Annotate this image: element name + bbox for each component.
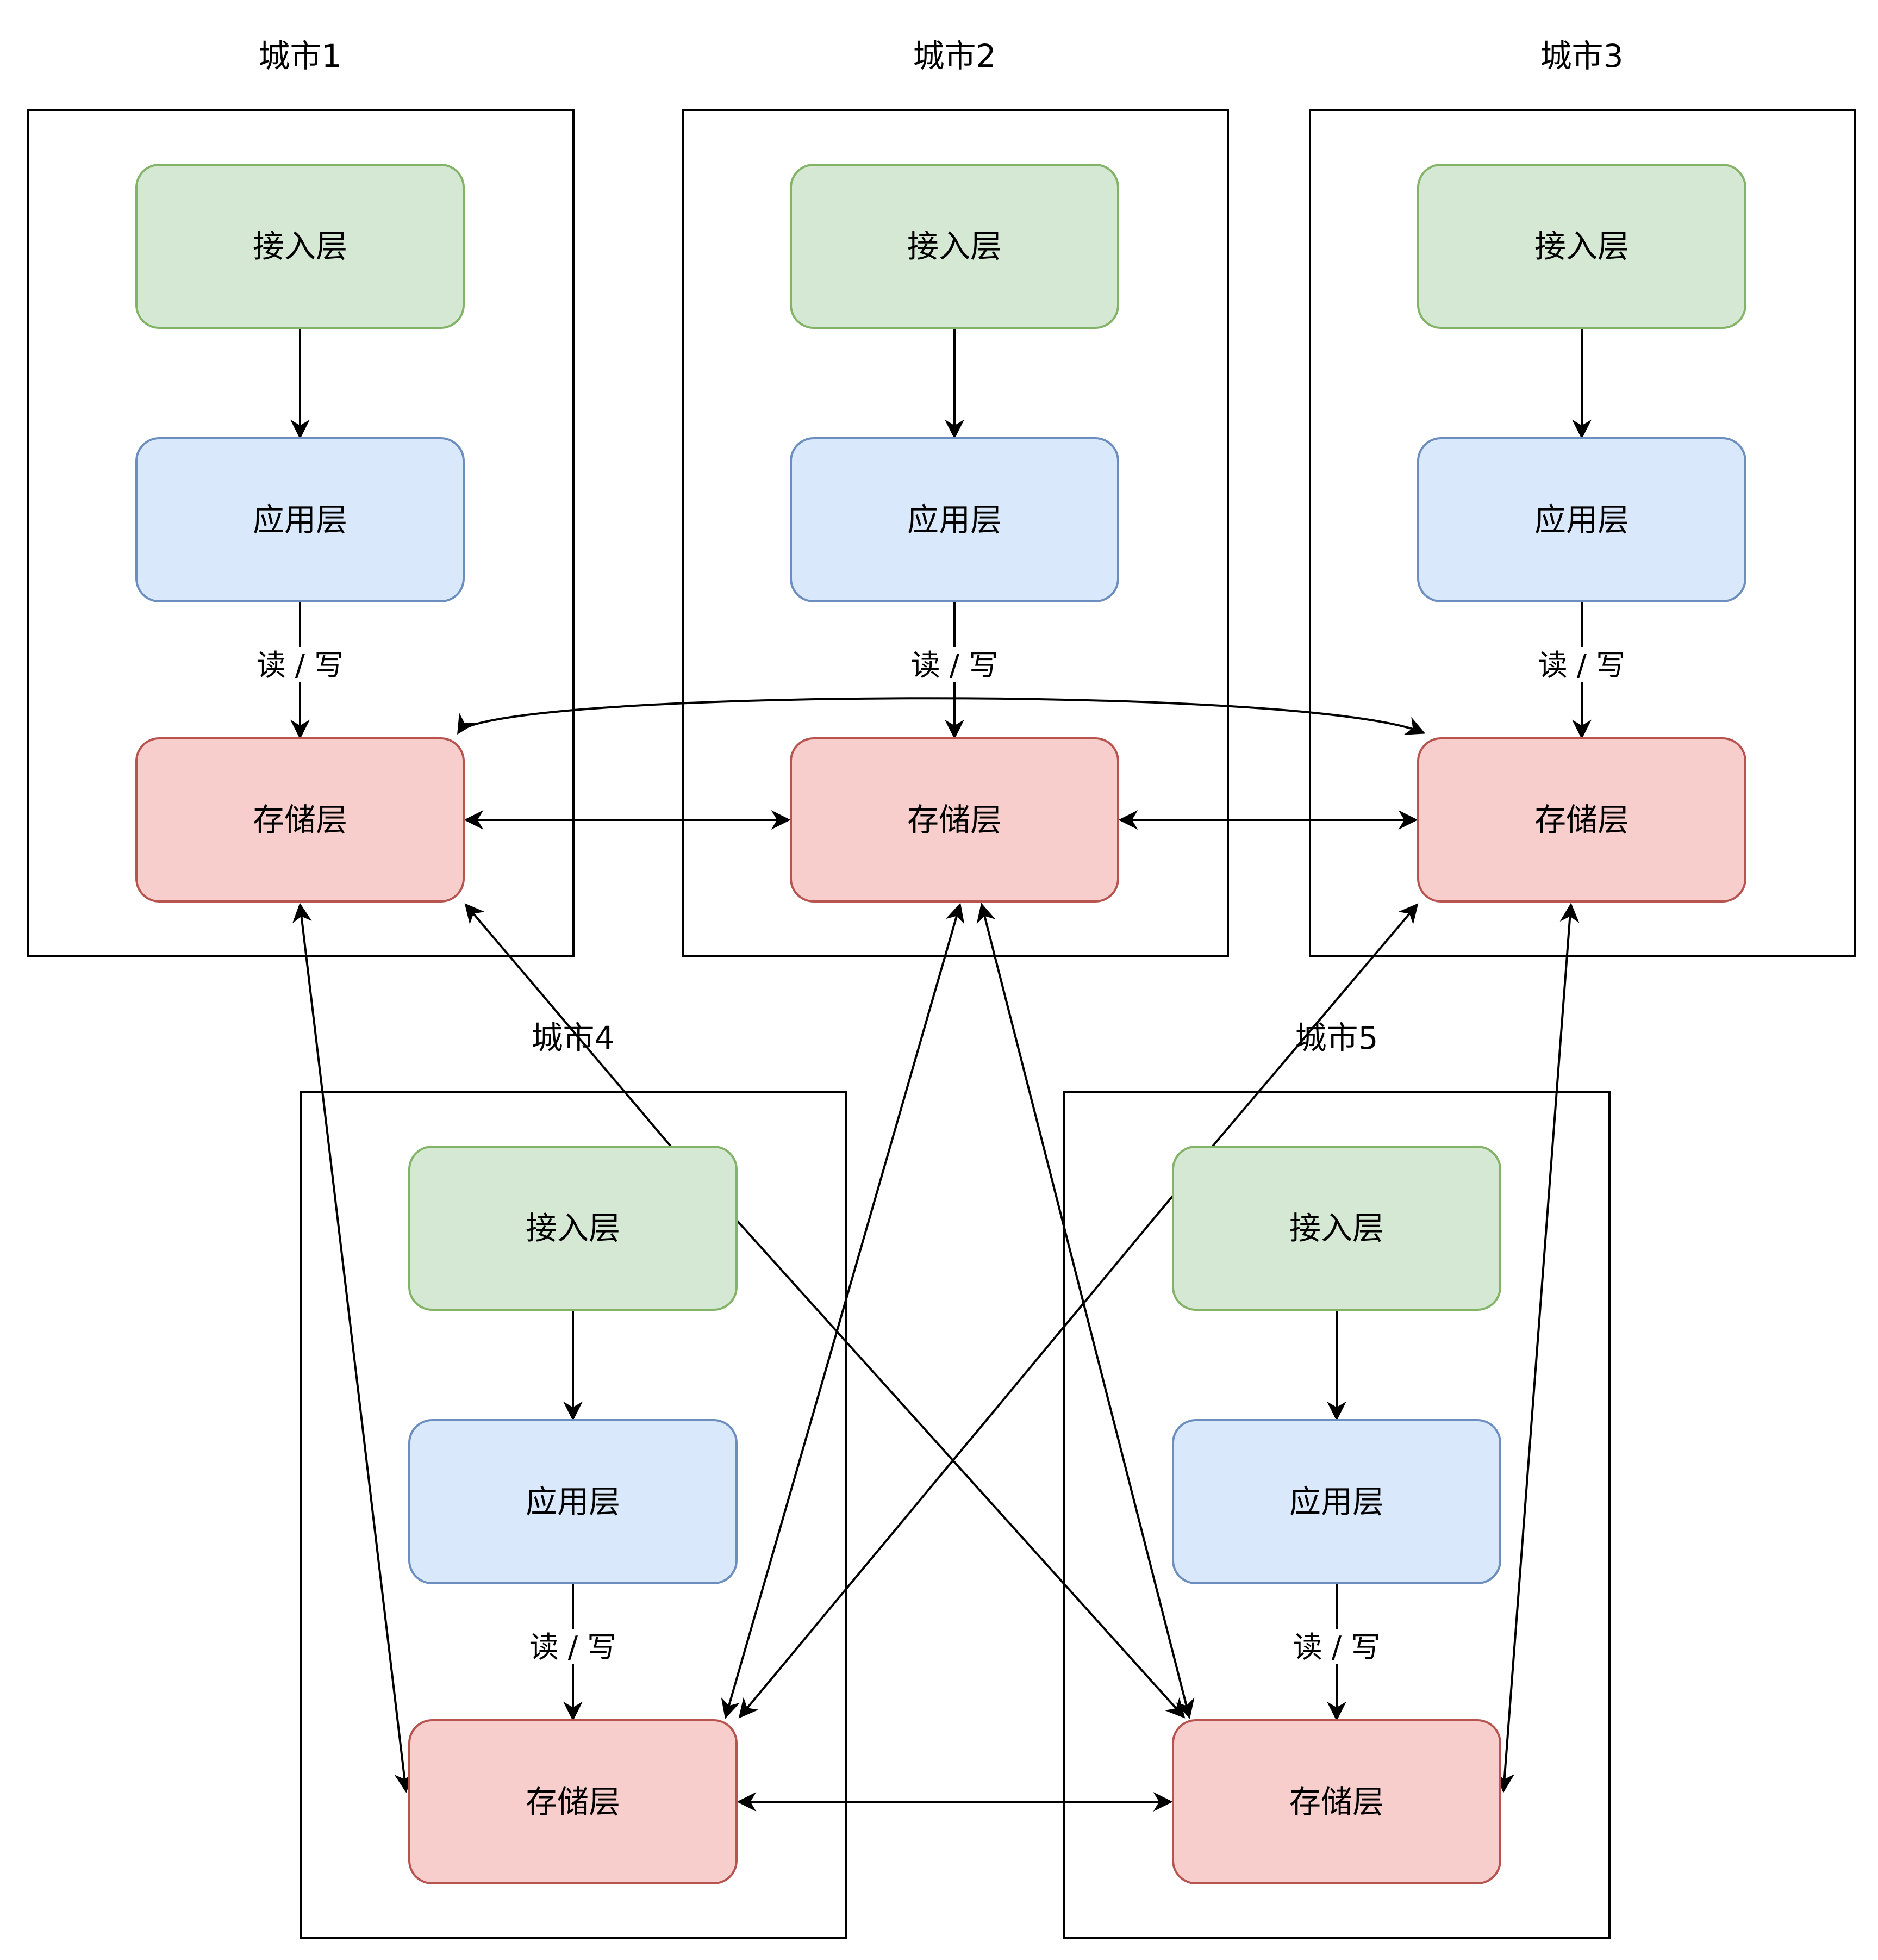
city5-access-label: 接入层 [1289,1210,1384,1247]
city2-app-label: 应用层 [907,501,1002,538]
city3-storage-box-shape [1417,737,1746,903]
city2-app-box[interactable]: 应用层 [790,437,1119,602]
city3-access-label: 接入层 [1534,228,1629,265]
link-city4-access-to-city1-storage [464,903,672,1148]
city4-read-write-text: 读 / 写 [529,1630,617,1664]
city1-access-box[interactable]: 接入层 [135,164,465,329]
link-city1-city4-storage [292,903,414,1793]
city3-title: 城市3 [1540,38,1624,74]
link-city1-city3-storage-curve [457,697,1426,735]
city3-storage-box[interactable]: 存储层 [1417,737,1746,903]
city1-storage-box-shape [135,737,465,903]
city3-storage-label: 存储层 [1534,801,1629,838]
city5-storage-box-shape [1172,1719,1501,1884]
city3-read-write-text: 读 / 写 [1538,648,1626,682]
city2-storage-label: 存储层 [907,801,1002,838]
city1-title: 城市1 [259,38,342,74]
city3-app-box-shape [1417,437,1746,602]
city4-title: 城市4 [532,1019,615,1056]
link-city4-access-to-city5-storage [735,1219,1186,1719]
city3-read-write-bg [1538,647,1625,682]
city2-title: 城市2 [913,38,996,74]
city1-app-label: 应用层 [253,501,347,538]
city3-read-write-label: 读 / 写 [1538,647,1626,682]
city1-app-box-shape [135,437,465,602]
link-city5-access-to-city3-storage [1211,903,1419,1148]
city2-access-box-shape [790,164,1119,329]
city1-storage-label: 存储层 [253,801,347,838]
city1-storage-box[interactable]: 存储层 [135,737,465,903]
city2-read-write-bg [911,647,998,682]
city1-app-box[interactable]: 应用层 [135,437,465,602]
city5-read-write-label: 读 / 写 [1293,1629,1381,1664]
city4-read-write-bg [529,1629,616,1664]
link-city2-city5-storage [976,903,1195,1719]
city4-app-box-shape [408,1419,738,1584]
city1-read-write-text: 读 / 写 [257,648,344,682]
city5-read-write-text: 读 / 写 [1293,1630,1381,1664]
city3-container [1309,109,1856,957]
city2-read-write-text: 读 / 写 [911,648,999,682]
city4-read-write-label: 读 / 写 [529,1629,617,1664]
city5-title: 城市5 [1295,1019,1378,1056]
city4-access-label: 接入层 [526,1210,620,1247]
city1-read-write-bg [257,647,344,682]
city4-storage-box-shape [408,1719,738,1884]
city5-app-label: 应用层 [1289,1483,1384,1520]
city1-access-box-shape [135,164,465,329]
city5-app-box-shape [1172,1419,1501,1584]
city4-app-box[interactable]: 应用层 [408,1419,738,1584]
link-city3-city5-storage [1495,903,1580,1793]
city3-access-box-shape [1417,164,1746,329]
city3-access-box[interactable]: 接入层 [1417,164,1746,329]
city2-storage-box[interactable]: 存储层 [790,737,1119,903]
city5-storage-box[interactable]: 存储层 [1172,1719,1501,1884]
city5-access-box[interactable]: 接入层 [1172,1146,1501,1311]
link-city2-city4-storage [721,903,965,1719]
city4-storage-box[interactable]: 存储层 [408,1719,738,1884]
city5-app-box[interactable]: 应用层 [1172,1419,1501,1584]
city2-read-write-label: 读 / 写 [911,647,999,682]
city2-access-label: 接入层 [907,228,1002,265]
city4-app-label: 应用层 [526,1483,620,1520]
city3-app-box[interactable]: 应用层 [1417,437,1746,602]
city5-access-box-shape [1172,1146,1501,1311]
city1-read-write-label: 读 / 写 [257,647,344,682]
city4-access-box-shape [408,1146,738,1311]
city2-app-box-shape [790,437,1119,602]
city5-storage-label: 存储层 [1289,1783,1384,1820]
link-city5-access-to-city4-storage [738,1194,1174,1719]
city4-access-box[interactable]: 接入层 [408,1146,738,1311]
city3-app-label: 应用层 [1534,501,1629,538]
city1-access-label: 接入层 [253,228,347,265]
city2-access-box[interactable]: 接入层 [790,164,1119,329]
city5-read-write-bg [1293,1629,1380,1664]
city4-storage-label: 存储层 [526,1783,620,1820]
city2-storage-box-shape [790,737,1119,903]
